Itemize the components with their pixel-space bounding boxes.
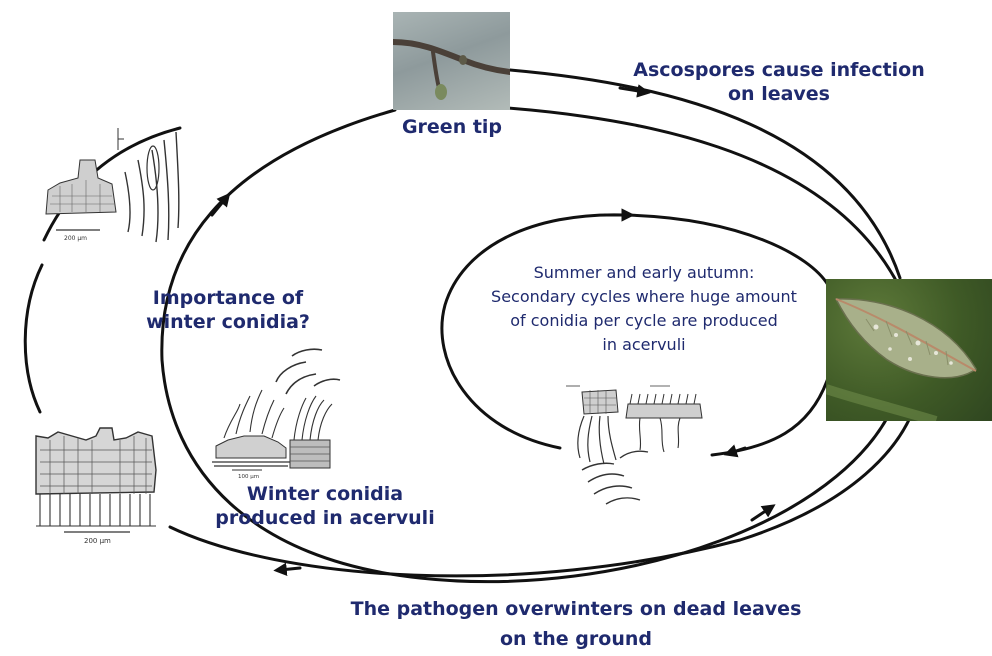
summer-line-2: Secondary cycles where huge amount	[454, 285, 834, 309]
overwinter-line-2: on the ground	[326, 624, 826, 654]
winter-scale-label: 100 µm	[238, 474, 259, 480]
overwinter-scale-label: 200 µm	[84, 537, 111, 545]
twig-icon	[393, 12, 510, 110]
ascocarp-sketch-top-left: 200 µm	[46, 128, 179, 242]
summer-conidia-left	[578, 416, 616, 464]
leaf-tissue-columns	[36, 494, 156, 526]
summer-line-3: of conidia per cycle are produced	[454, 309, 834, 333]
ascocarp-body	[46, 160, 116, 214]
fruiting-body-outline	[36, 428, 156, 494]
summer-acervulus-right	[626, 404, 702, 418]
winter-conidia-line-2: produced in acervuli	[196, 507, 454, 531]
summer-conidia-sketch	[566, 386, 702, 504]
middle-arrow-left	[212, 198, 226, 215]
overwinter-label: The pathogen overwinters on dead leaves …	[326, 594, 826, 655]
summer-acervulus-left	[582, 390, 618, 414]
winter-conidia-line-1: Winter conidia	[196, 483, 454, 507]
ascospore-scale-bar	[118, 128, 124, 150]
ascospores-line-1: Ascospores cause infection	[612, 59, 946, 83]
winter-conidia-sketch: 100 µm	[212, 349, 340, 480]
importance-line-1: Importance of	[128, 287, 328, 311]
winter-conidia-bundle	[294, 396, 332, 440]
importance-line-2: winter conidia?	[128, 311, 328, 335]
ascospores-line-2: on leaves	[612, 83, 946, 107]
summer-line-1: Summer and early autumn:	[454, 261, 834, 285]
summer-loose-conidia	[582, 451, 648, 504]
importance-label: Importance of winter conidia?	[128, 287, 328, 335]
winter-conidiophores	[224, 390, 284, 438]
winter-single-conidia	[276, 349, 340, 394]
ascospores-label: Ascospores cause infection on leaves	[612, 59, 946, 107]
winter-acervulus	[216, 436, 286, 458]
outer-arc-left	[25, 265, 42, 412]
summer-conidiophores-right	[630, 394, 696, 404]
summer-hyphae-right	[639, 418, 680, 452]
ascospore-strands	[125, 132, 179, 242]
green-tip-photo	[393, 12, 510, 110]
summer-line-4: in acervuli	[454, 333, 834, 357]
infected-leaf-photo	[826, 279, 992, 421]
leaf-icon	[826, 279, 992, 421]
summer-cycle-label: Summer and early autumn: Secondary cycle…	[454, 261, 834, 357]
ascocarp-scale-label: 200 µm	[64, 235, 87, 242]
middle-arrow-bottom-right	[752, 508, 770, 520]
winter-base-lines	[212, 462, 290, 466]
overwinter-line-1: The pathogen overwinters on dead leaves	[326, 594, 826, 624]
green-tip-label: Green tip	[388, 116, 516, 140]
overwintering-sketch-bottom-left: 200 µm	[36, 428, 156, 545]
winter-conidia-label: Winter conidia produced in acervuli	[196, 483, 454, 531]
outer-arrow-bottom	[280, 568, 300, 570]
